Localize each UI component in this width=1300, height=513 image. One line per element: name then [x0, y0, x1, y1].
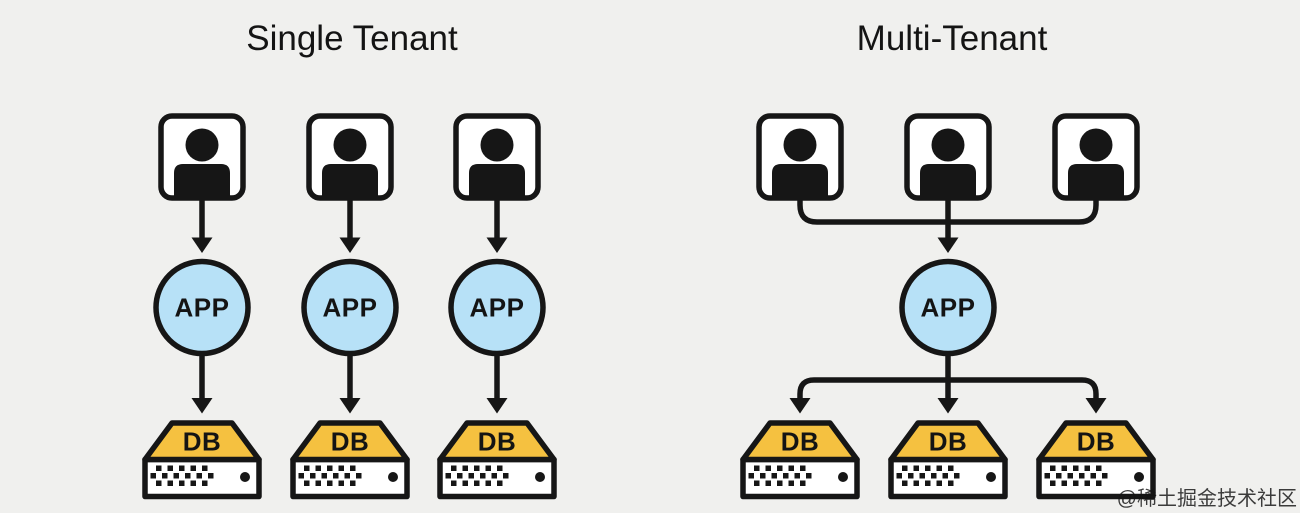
- db-label: DB: [781, 427, 820, 457]
- tenant-column: APP DB: [293, 116, 407, 497]
- db-label: DB: [1077, 427, 1116, 457]
- app-circle-node: [448, 258, 546, 357]
- db-label: DB: [331, 427, 370, 457]
- db-group: DB DB DB: [743, 423, 1153, 497]
- db-label: DB: [478, 427, 517, 457]
- user-icon: [1055, 116, 1137, 198]
- db-label: DB: [929, 427, 968, 457]
- app-circle-node: [899, 258, 997, 357]
- user-icon: [161, 116, 243, 198]
- app-label: APP: [470, 293, 525, 323]
- app-label: APP: [323, 293, 378, 323]
- user-icon: [309, 116, 391, 198]
- user-icon: [456, 116, 538, 198]
- app-circle-node: [153, 258, 251, 357]
- single-tenant-section: Single Tenant APP DB APP DB: [145, 19, 554, 497]
- app-circle-node: [301, 258, 399, 357]
- db-label: DB: [183, 427, 222, 457]
- watermark-text: @稀土掘金技术社区: [1117, 487, 1297, 510]
- user-icon: [759, 116, 841, 198]
- app-label: APP: [175, 293, 230, 323]
- multi-tenant-title: Multi-Tenant: [857, 19, 1048, 58]
- user-icon: [907, 116, 989, 198]
- tenant-column: APP DB: [440, 116, 554, 497]
- tenant-column: APP DB: [145, 116, 259, 497]
- multi-tenant-section: Multi-Tenant APP DB DB DB: [743, 19, 1153, 497]
- single-tenant-title: Single Tenant: [246, 19, 458, 58]
- app-label: APP: [921, 293, 976, 323]
